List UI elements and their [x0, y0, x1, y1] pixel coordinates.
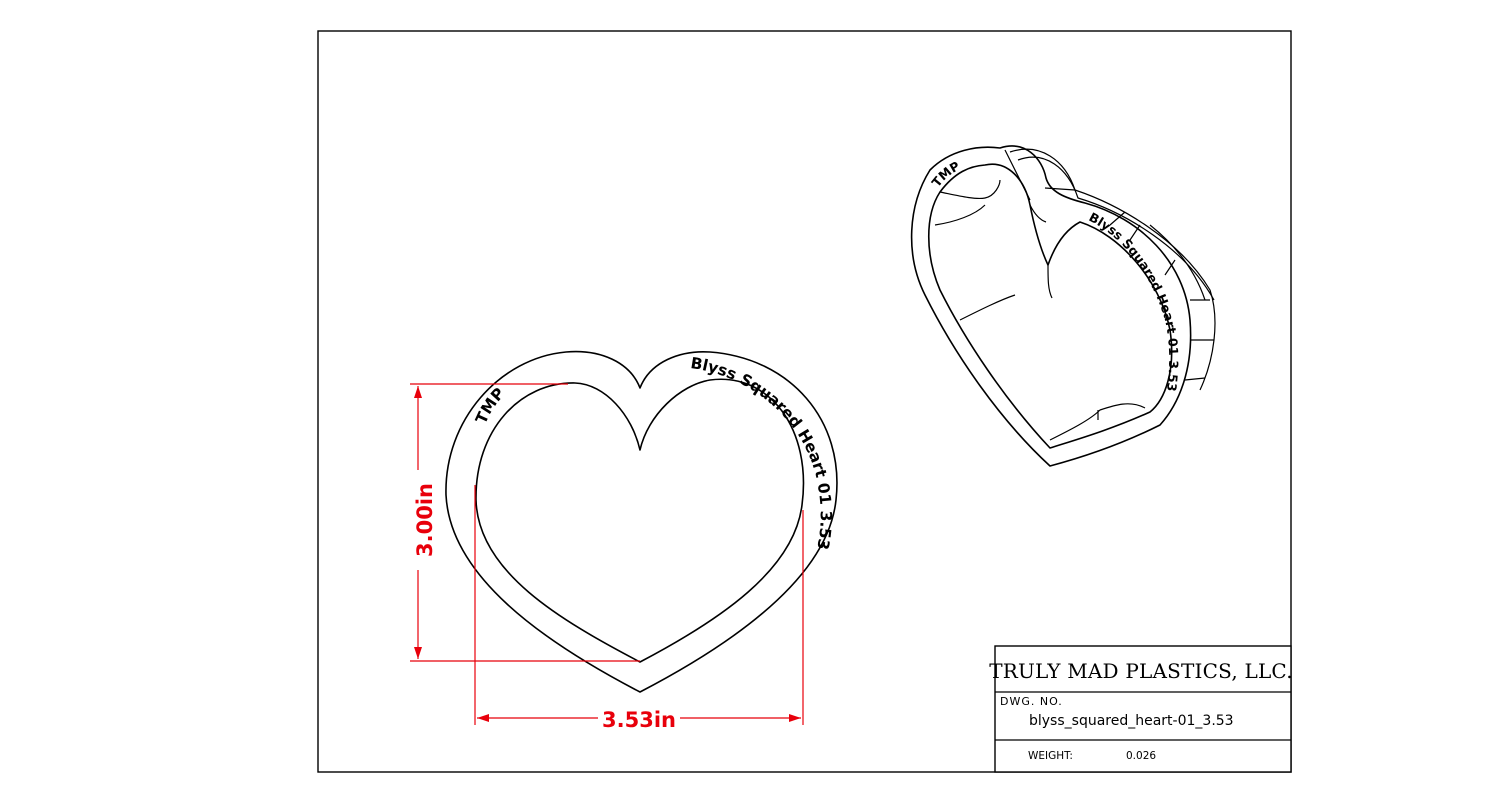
weight-value: 0.026 — [1126, 750, 1156, 762]
company-name: TRULY MAD PLASTICS, LLC. — [989, 659, 1293, 683]
height-dimension-label: 3.00in — [413, 483, 437, 557]
title-block: TRULY MAD PLASTICS, LLC. DWG. NO. blyss_… — [989, 645, 1293, 773]
dwg-no-label: DWG. NO. — [1000, 695, 1063, 708]
dwg-no-value: blyss_squared_heart-01_3.53 — [1029, 713, 1234, 729]
weight-label: WEIGHT: — [1028, 750, 1073, 762]
iso-heart-inner — [928, 163, 1173, 449]
iso-heart-outer — [910, 145, 1192, 467]
height-dimension: 3.00in — [410, 383, 640, 662]
width-dimension-label: 3.53in — [602, 708, 676, 732]
width-dimension: 3.53in — [474, 485, 804, 732]
